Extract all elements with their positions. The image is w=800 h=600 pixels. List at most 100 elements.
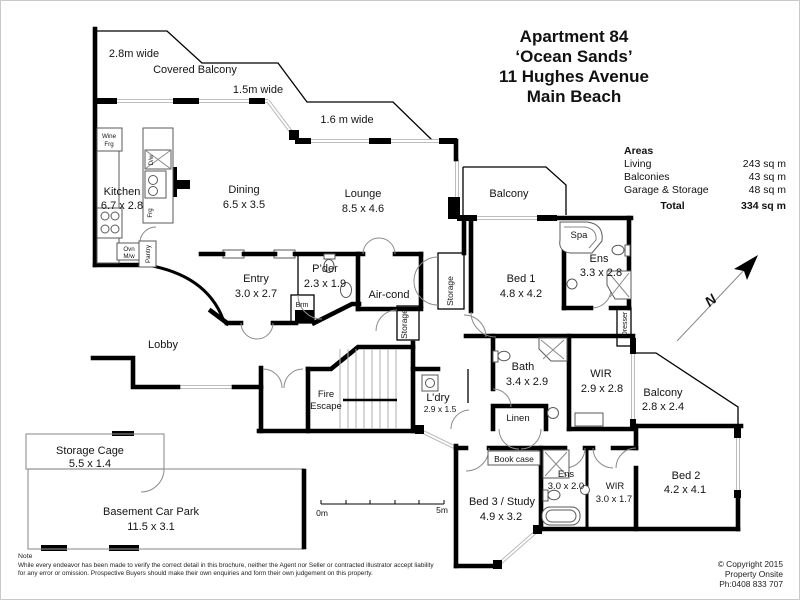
areas-heading: Areas [624, 145, 654, 157]
room-label-bed1: Bed 1 [507, 273, 536, 285]
areas-total-row: Total 334 sq m [624, 200, 786, 213]
washing-machine-icon [421, 374, 439, 392]
room-label-lobby: Lobby [148, 339, 178, 351]
room-label-brm: Brm [296, 302, 309, 309]
areas-table: Areas Living 243 sq m Balconies 43 sq m … [624, 145, 786, 213]
room-dims-lounge: 8.5 x 4.6 [342, 203, 384, 215]
fridge-label: Frg [147, 208, 154, 218]
title-line: ‘Ocean Sands’ [515, 47, 633, 66]
toilet-icon [542, 489, 561, 502]
disclaimer-note: Note While every endeavor has been made … [18, 553, 578, 577]
shower-icon [542, 449, 570, 479]
room-dims-storage-cage: 5.5 x 1.4 [69, 458, 111, 470]
covered-balcony-outline [95, 30, 739, 425]
toilet-icon [323, 253, 336, 273]
linen-label: Linen [506, 413, 529, 424]
basin-icon [566, 278, 578, 290]
room-dims-wir1: 2.9 x 2.8 [581, 383, 623, 395]
pantry-label: Pantry [145, 244, 152, 263]
room-label-lounge: Lounge [345, 188, 382, 200]
area-value: 43 sq m [748, 171, 786, 183]
north-arrow-icon: N [676, 255, 758, 342]
area-total-label: Total [660, 200, 685, 212]
room-dims-kitchen: 6.7 x 2.8 [101, 200, 143, 212]
room-label-kitchen: Kitchen [104, 186, 141, 198]
shower-icon [538, 337, 568, 362]
stairs [339, 349, 397, 429]
copyright-line: © Copyright 2015 [717, 559, 783, 569]
areas-row: Balconies 43 sq m [624, 171, 786, 184]
bookcase-label: Book case [494, 454, 534, 464]
area-value: 243 sq m [742, 158, 786, 170]
bathroom-fixtures [323, 221, 632, 526]
scale-end-label: 5m [436, 505, 448, 515]
copyright-block: © Copyright 2015 Property Onsite Ph:0408… [681, 559, 783, 589]
room-dims-balcony-right: 2.8 x 2.4 [642, 401, 684, 413]
area-value: 48 sq m [748, 184, 786, 196]
room-label-ldry: L’dry [426, 392, 450, 404]
room-dims-dining: 6.5 x 3.5 [223, 199, 265, 211]
toilet-icon [611, 244, 631, 257]
copyright-line: Ph:0408 833 707 [719, 579, 783, 589]
dishwasher-label: D/w [148, 154, 155, 165]
microwave-label: M/w [123, 253, 135, 260]
room-label-ens1: Ens [590, 253, 609, 265]
room-dims-ldry: 2.9 x 1.5 [424, 404, 457, 414]
area-label: Garage & Storage [624, 184, 709, 196]
balcony-width-label: 1.6 m wide [320, 114, 373, 126]
shower-icon [606, 270, 632, 300]
wine-fridge-label: Frg [104, 141, 114, 148]
room-label-balcony-right: Balcony [643, 387, 683, 399]
room-labels: 2.8m wide Covered Balcony 1.5m wide 1.6 … [56, 48, 706, 533]
area-label: Living [624, 158, 652, 170]
covered-balcony-label: Covered Balcony [153, 64, 237, 76]
toilet-icon [492, 350, 511, 363]
title-line: Apartment 84 [519, 27, 629, 46]
room-dims-carpark: 11.5 x 3.1 [127, 521, 175, 533]
pantry-icon [138, 240, 157, 268]
room-label-bed3: Bed 3 / Study [469, 496, 536, 508]
room-dims-bed2: 4.2 x 4.1 [664, 484, 706, 496]
scale-bar: 0m 5m [316, 500, 448, 518]
room-dims-bed3: 4.9 x 3.2 [480, 511, 522, 523]
storage-label: Storage [399, 309, 409, 339]
cooktop-icon [96, 207, 123, 239]
title-block: Apartment 84 ‘Ocean Sands’ 11 Hughes Ave… [429, 27, 719, 107]
spa-label: Spa [571, 230, 589, 241]
oven-label: Ovn [123, 246, 135, 253]
title-line: 11 Hughes Avenue [499, 67, 649, 86]
basin-icon [547, 407, 559, 419]
dresser-label: Dresser [622, 311, 629, 336]
areas-row: Garage & Storage 48 sq m [624, 184, 786, 197]
room-label-balcony-top: Balcony [489, 188, 529, 200]
room-dims-ens2: 3.0 x 2.0 [548, 481, 584, 492]
area-label: Balconies [624, 171, 670, 183]
balcony-width-label: 1.5m wide [233, 84, 283, 96]
storage-label: Storage [445, 276, 455, 306]
basin-icon [580, 485, 590, 495]
note-heading: Note [18, 553, 33, 560]
room-label-entry: Entry [243, 273, 269, 285]
fire-escape-label: Fire [318, 389, 334, 400]
appliance-labels: Wine Frg D/w Frg Ovn M/w Pantry [102, 133, 155, 263]
scale-start-label: 0m [316, 508, 328, 518]
copyright-line: Property Onsite [724, 569, 783, 579]
fire-escape-label: Escape [310, 401, 342, 412]
room-label-dining: Dining [228, 184, 259, 196]
basin-icon [340, 282, 352, 298]
north-label: N [701, 290, 720, 309]
room-dims-bath: 3.4 x 2.9 [506, 376, 548, 388]
room-dims-wir2: 3.0 x 1.7 [596, 494, 632, 505]
room-label-powder: P’der [312, 263, 338, 275]
room-label-wir2: WIR [606, 481, 625, 492]
bookcase-icon [487, 450, 541, 466]
room-label-aircond: Air-cond [369, 289, 410, 301]
room-label-bed2: Bed 2 [672, 470, 701, 482]
room-label-carpark: Basement Car Park [103, 506, 199, 518]
note-line: While every endeavor has been made to ve… [18, 562, 434, 569]
balcony-width-label: 2.8m wide [109, 48, 159, 60]
wine-fridge-label: Wine [102, 133, 117, 140]
cabinet-icon [574, 412, 604, 427]
